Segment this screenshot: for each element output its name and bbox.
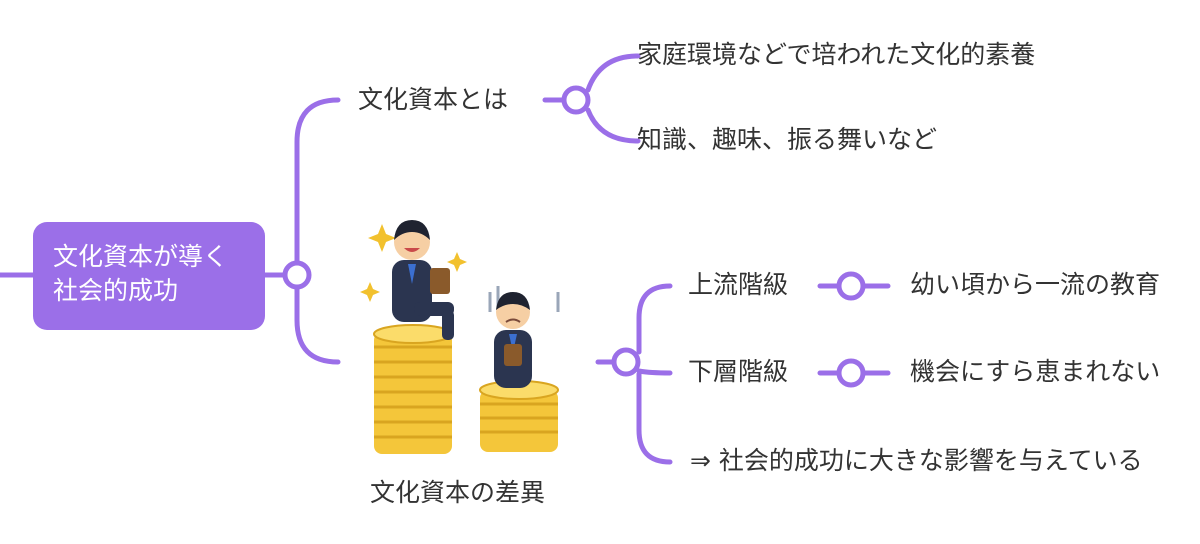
collapse-knob-definition xyxy=(561,85,591,115)
edge-root-to-gap xyxy=(294,285,341,365)
conclusion-node[interactable]: ⇒ 社会的成功に大きな影響を与えている xyxy=(690,446,1143,475)
root-node[interactable]: 文化資本が導く 社会的成功 xyxy=(33,222,265,330)
collapse-knob-gap xyxy=(611,347,641,377)
edge-gap-to-conclusion xyxy=(636,371,673,465)
collapse-knob-upper xyxy=(836,271,866,301)
branch-gap-label[interactable]: 文化資本の差異 xyxy=(370,478,546,507)
definition-child-1[interactable]: 家庭環境などで培われた文化的素養 xyxy=(637,40,1036,69)
root-node-line2: 社会的成功 xyxy=(53,276,179,305)
definition-child-2[interactable]: 知識、趣味、振る舞いなど xyxy=(637,125,938,154)
sparkle-icon xyxy=(360,224,467,302)
branch-definition-label[interactable]: 文化資本とは xyxy=(358,85,509,114)
upper-class-detail[interactable]: 幼い頃から一流の教育 xyxy=(910,270,1161,299)
upper-class-label[interactable]: 上流階級 xyxy=(688,270,789,299)
collapse-knob-root xyxy=(282,260,312,290)
worried-businessman xyxy=(494,292,532,388)
lower-class-detail[interactable]: 機会にすら恵まれない xyxy=(910,357,1161,386)
edge-definition-to-child1 xyxy=(585,53,641,93)
short-coin-stack xyxy=(479,380,559,452)
edge-root-to-definition xyxy=(294,97,341,265)
root-node-line1: 文化資本が導く xyxy=(53,242,229,271)
tall-coin-stack xyxy=(373,324,453,454)
edge-gap-to-lower xyxy=(636,368,673,376)
edge-gap-to-upper xyxy=(636,283,673,355)
lower-class-label[interactable]: 下層階級 xyxy=(688,357,789,386)
happy-businessman xyxy=(392,220,454,340)
collapse-knob-lower xyxy=(836,358,866,388)
coin-stacks-businessmen-illustration xyxy=(360,220,560,454)
edge-definition-to-child2 xyxy=(585,107,641,144)
